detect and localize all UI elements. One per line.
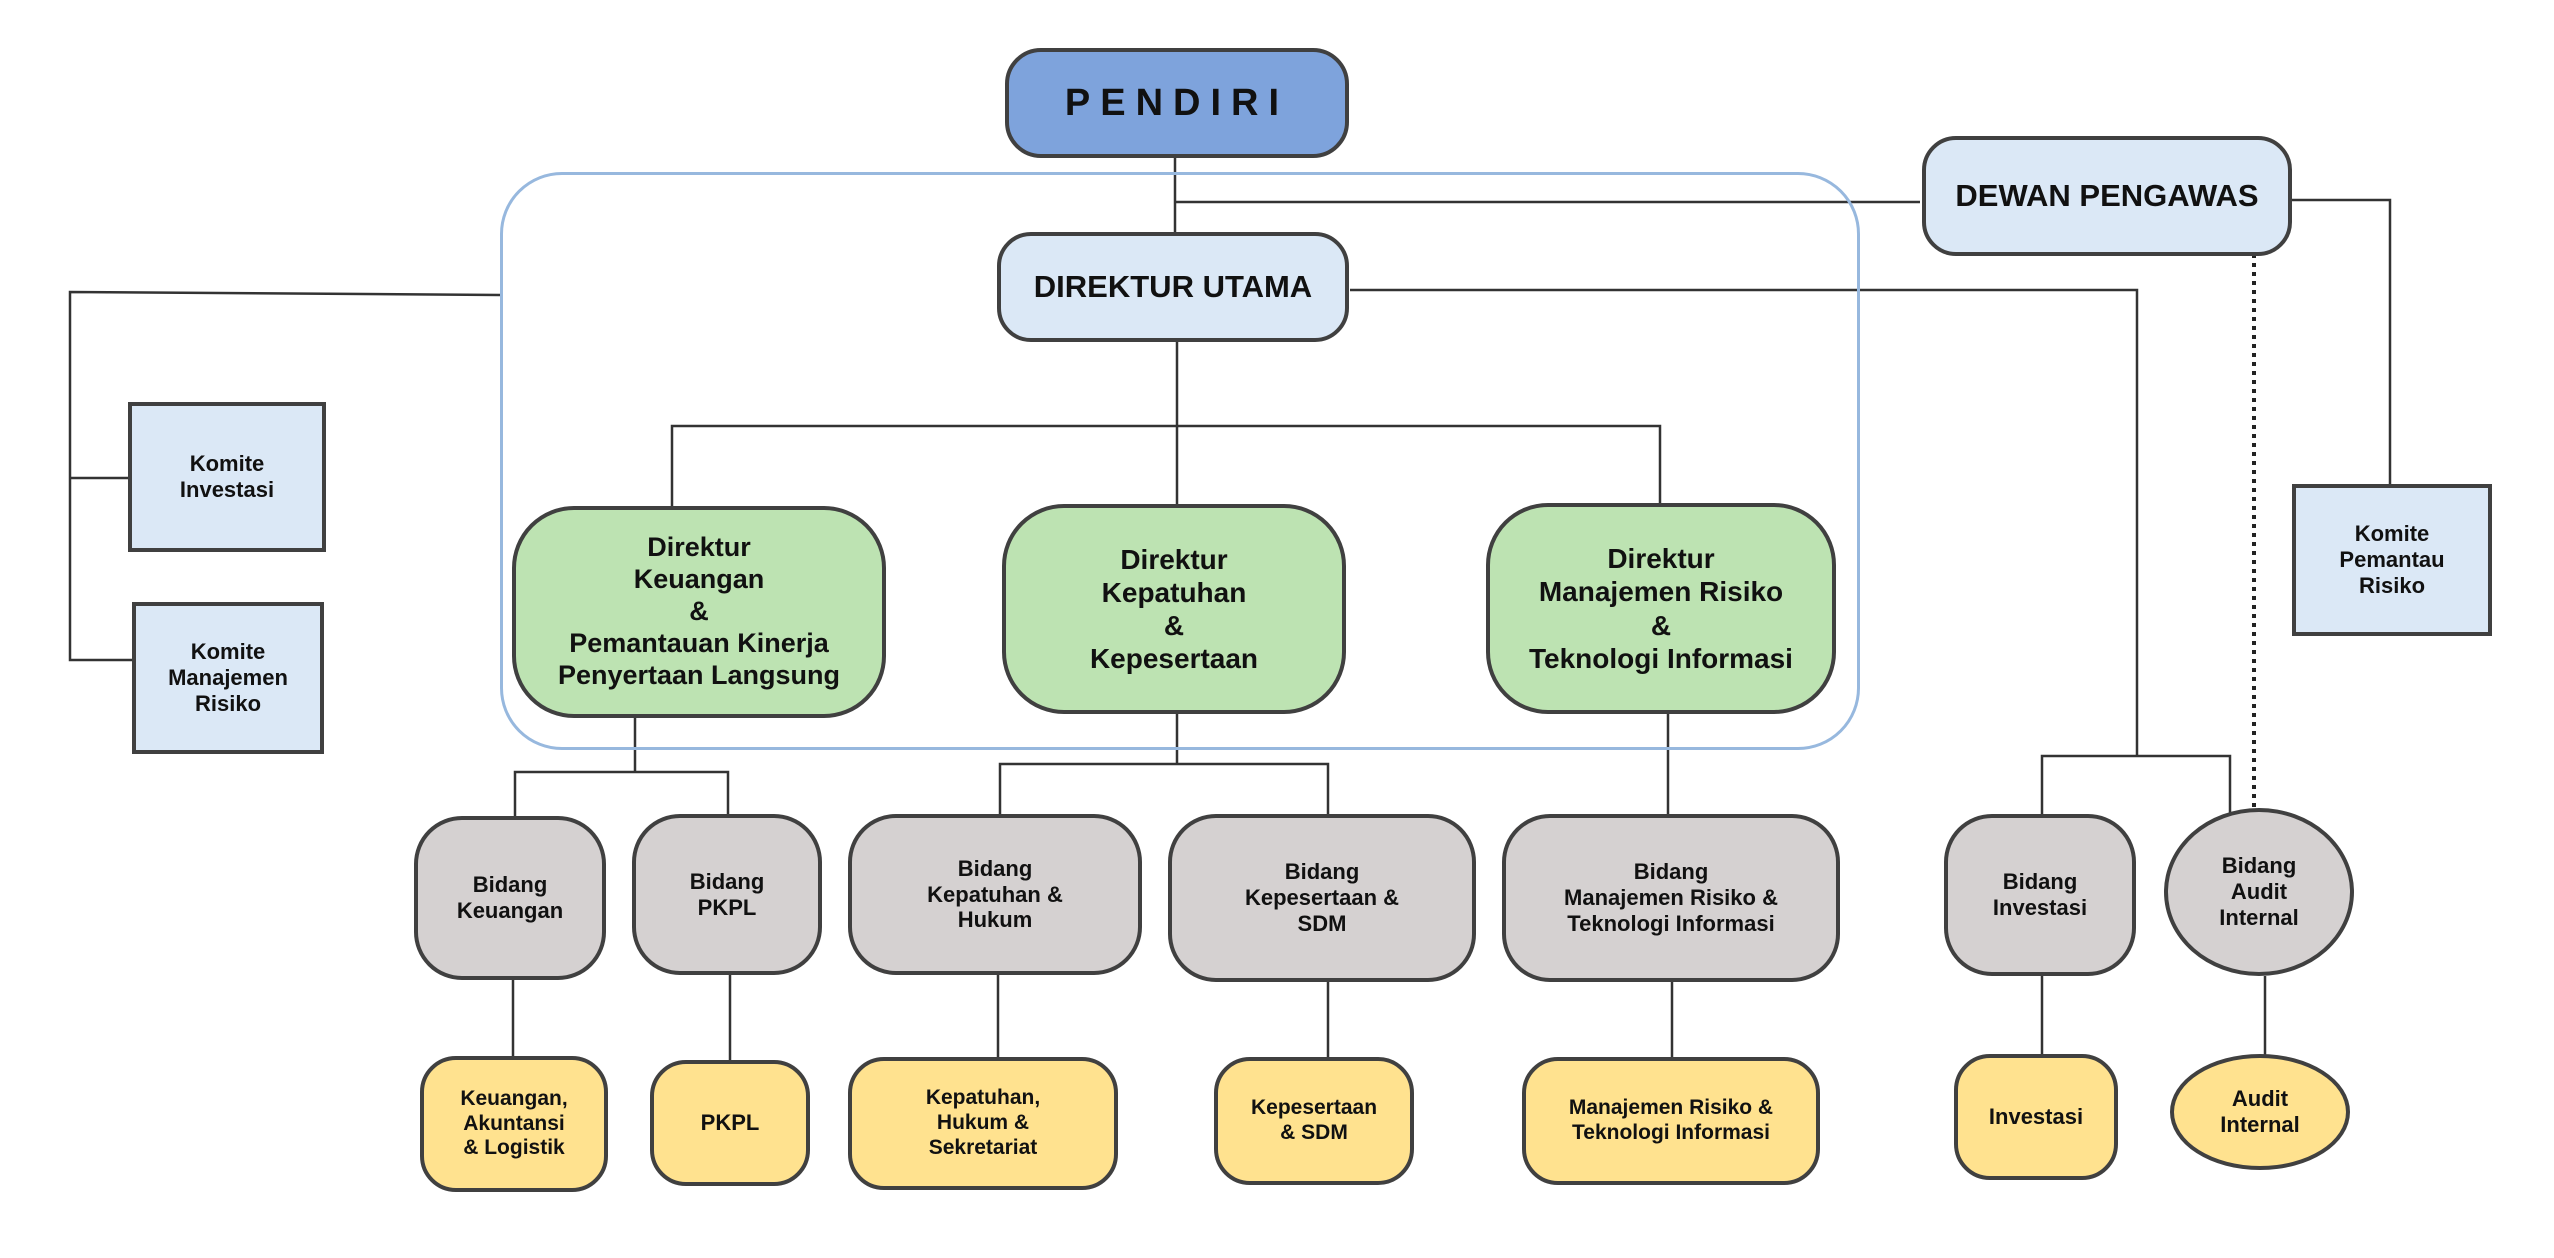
director-risk-it-line-2: Manajemen Risiko — [1538, 576, 1784, 608]
division-finance-line-1: Bidang — [472, 872, 548, 898]
committee-risk-monitoring-line-2: Pemantau — [2339, 547, 2445, 573]
supervisory-board-box[interactable]: DEWAN PENGAWAS — [1922, 136, 2292, 256]
unit-investment-line-1: Investasi — [1988, 1104, 2084, 1130]
division-compliance-law-box[interactable]: Bidang Kepatuhan & Hukum — [848, 814, 1142, 975]
unit-finance-line-3: & Logistik — [463, 1136, 565, 1160]
director-risk-it-line-4: Teknologi Informasi — [1529, 642, 1793, 674]
committee-investment-line-2: Investasi — [179, 477, 275, 502]
unit-audit-line-1: Audit — [2231, 1086, 2289, 1112]
supervisory-board-title: DEWAN PENGAWAS — [1955, 177, 2259, 213]
unit-membership-line-1: Kepesertaan — [1250, 1096, 1378, 1120]
unit-finance-line-2: Akuntansi — [463, 1111, 565, 1135]
unit-finance-line-1: Keuangan, — [460, 1086, 568, 1110]
committee-risk-management-box[interactable]: Komite Manajemen Risiko — [132, 602, 324, 754]
unit-pkpl-box[interactable]: PKPL — [650, 1060, 810, 1186]
unit-audit-box[interactable]: Audit Internal — [2170, 1054, 2350, 1170]
director-compliance-box[interactable]: Direktur Kepatuhan & Kepesertaan — [1002, 504, 1346, 714]
division-risk-it-line-2: Manajemen Risiko & — [1564, 885, 1778, 911]
director-risk-it-box[interactable]: Direktur Manajemen Risiko & Teknologi In… — [1486, 503, 1836, 714]
division-investment-line-1: Bidang — [2002, 869, 2078, 895]
committee-risk-management-line-2: Manajemen — [168, 665, 288, 691]
ceo-title: DIREKTUR UTAMA — [1033, 268, 1313, 304]
division-pkpl-line-1: Bidang — [689, 868, 765, 894]
division-internal-audit-line-1: Bidang — [2221, 853, 2297, 879]
committee-investment-line-1: Komite — [189, 451, 265, 477]
director-finance-line-2: Keuangan — [633, 564, 765, 595]
division-internal-audit-box[interactable]: Bidang Audit Internal — [2164, 808, 2354, 976]
division-investment-line-2: Investasi — [1992, 895, 2088, 920]
unit-risk-it-line-2: Teknologi Informasi — [1572, 1121, 1770, 1144]
ceo-box[interactable]: DIREKTUR UTAMA — [997, 232, 1349, 342]
division-risk-it-line-3: Teknologi Informasi — [1567, 910, 1775, 936]
director-compliance-line-3: & — [1163, 610, 1185, 641]
committee-risk-monitoring-box[interactable]: Komite Pemantau Risiko — [2292, 484, 2492, 636]
director-finance-box[interactable]: Direktur Keuangan & Pemantauan Kinerja P… — [512, 506, 886, 718]
division-membership-hr-line-2: Kepesertaan & — [1244, 885, 1400, 911]
division-compliance-law-line-3: Hukum — [957, 907, 1033, 933]
division-membership-hr-box[interactable]: Bidang Kepesertaan & SDM — [1168, 814, 1476, 982]
unit-compliance-box[interactable]: Kepatuhan, Hukum & Sekretariat — [848, 1057, 1118, 1190]
director-compliance-line-4: Kepesertaan — [1089, 643, 1259, 675]
unit-pkpl-line-1: PKPL — [700, 1110, 760, 1136]
division-risk-it-line-1: Bidang — [1633, 859, 1709, 885]
division-internal-audit-line-2: Audit — [2230, 879, 2288, 905]
unit-compliance-line-2: Hukum & — [936, 1111, 1030, 1135]
committee-risk-monitoring-line-3: Risiko — [2358, 572, 2426, 598]
founder-box[interactable]: PENDIRI — [1005, 48, 1349, 158]
unit-compliance-line-1: Kepatuhan, — [925, 1086, 1041, 1110]
division-pkpl-box[interactable]: Bidang PKPL — [632, 814, 822, 975]
committee-risk-monitoring-line-1: Komite — [2354, 521, 2430, 547]
unit-membership-line-2: & SDM — [1280, 1121, 1348, 1144]
director-finance-line-5: Penyertaan Langsung — [557, 659, 841, 690]
division-compliance-law-line-1: Bidang — [957, 855, 1033, 881]
division-membership-hr-line-3: SDM — [1297, 910, 1347, 936]
unit-investment-box[interactable]: Investasi — [1954, 1054, 2118, 1180]
committee-risk-management-line-3: Risiko — [194, 690, 262, 716]
director-finance-line-4: Pemantauan Kinerja — [569, 627, 829, 658]
director-finance-line-1: Direktur — [647, 532, 751, 563]
division-compliance-law-line-2: Kepatuhan & — [927, 881, 1063, 907]
division-finance-box[interactable]: Bidang Keuangan — [414, 816, 606, 980]
unit-risk-it-box[interactable]: Manajemen Risiko & Teknologi Informasi — [1522, 1057, 1820, 1185]
committee-risk-management-line-1: Komite — [190, 639, 266, 665]
division-internal-audit-line-3: Internal — [2219, 904, 2299, 930]
director-risk-it-line-1: Direktur — [1607, 543, 1715, 575]
director-finance-line-3: & — [689, 596, 709, 627]
unit-risk-it-line-1: Manajemen Risiko & — [1568, 1096, 1774, 1120]
director-compliance-line-2: Kepatuhan — [1101, 576, 1247, 608]
unit-membership-box[interactable]: Kepesertaan & SDM — [1214, 1057, 1414, 1185]
unit-compliance-line-3: Sekretariat — [928, 1135, 1038, 1159]
board-of-directors-group-frame — [500, 172, 1860, 750]
committee-investment-box[interactable]: Komite Investasi — [128, 402, 326, 552]
director-risk-it-line-3: & — [1650, 609, 1672, 641]
division-finance-line-2: Keuangan — [456, 898, 564, 923]
division-risk-it-box[interactable]: Bidang Manajemen Risiko & Teknologi Info… — [1502, 814, 1840, 982]
unit-finance-box[interactable]: Keuangan, Akuntansi & Logistik — [420, 1056, 608, 1192]
division-membership-hr-line-1: Bidang — [1284, 859, 1360, 885]
unit-audit-line-2: Internal — [2220, 1112, 2300, 1137]
division-investment-box[interactable]: Bidang Investasi — [1944, 814, 2136, 976]
director-compliance-line-1: Direktur — [1120, 543, 1228, 575]
division-pkpl-line-2: PKPL — [697, 894, 757, 920]
founder-title: PENDIRI — [1064, 81, 1290, 124]
